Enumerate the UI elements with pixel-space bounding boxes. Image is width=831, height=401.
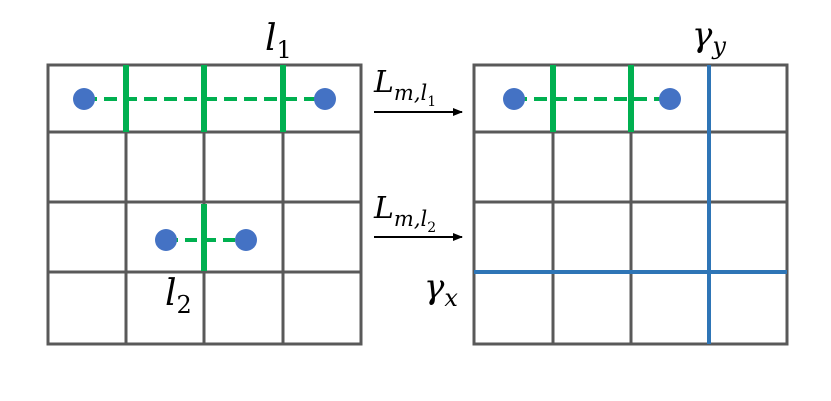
- arrow-1: Lm,l1: [373, 65, 463, 116]
- right-lattice: γy γx: [424, 15, 789, 346]
- label-l1: l1: [265, 18, 292, 64]
- string-operator-result: [503, 65, 681, 132]
- arrow-label-1: Lm,l1: [373, 65, 436, 110]
- anyon-dot: [73, 88, 95, 110]
- label-gamma-x: γx: [424, 267, 458, 312]
- label-l2: l2: [165, 273, 192, 319]
- anyon-dot: [503, 88, 525, 110]
- string-operator-l2: [155, 204, 257, 271]
- string-operator-l1: [73, 65, 336, 132]
- anyon-dot: [155, 229, 177, 251]
- anyon-dot: [235, 229, 257, 251]
- label-gamma-y: γy: [692, 15, 726, 60]
- left-lattice: l1 l2: [46, 18, 363, 346]
- anyon-dot: [314, 88, 336, 110]
- anyon-dot: [659, 88, 681, 110]
- arrow-2: Lm,l2: [373, 191, 463, 241]
- arrow-label-2: Lm,l2: [373, 191, 436, 236]
